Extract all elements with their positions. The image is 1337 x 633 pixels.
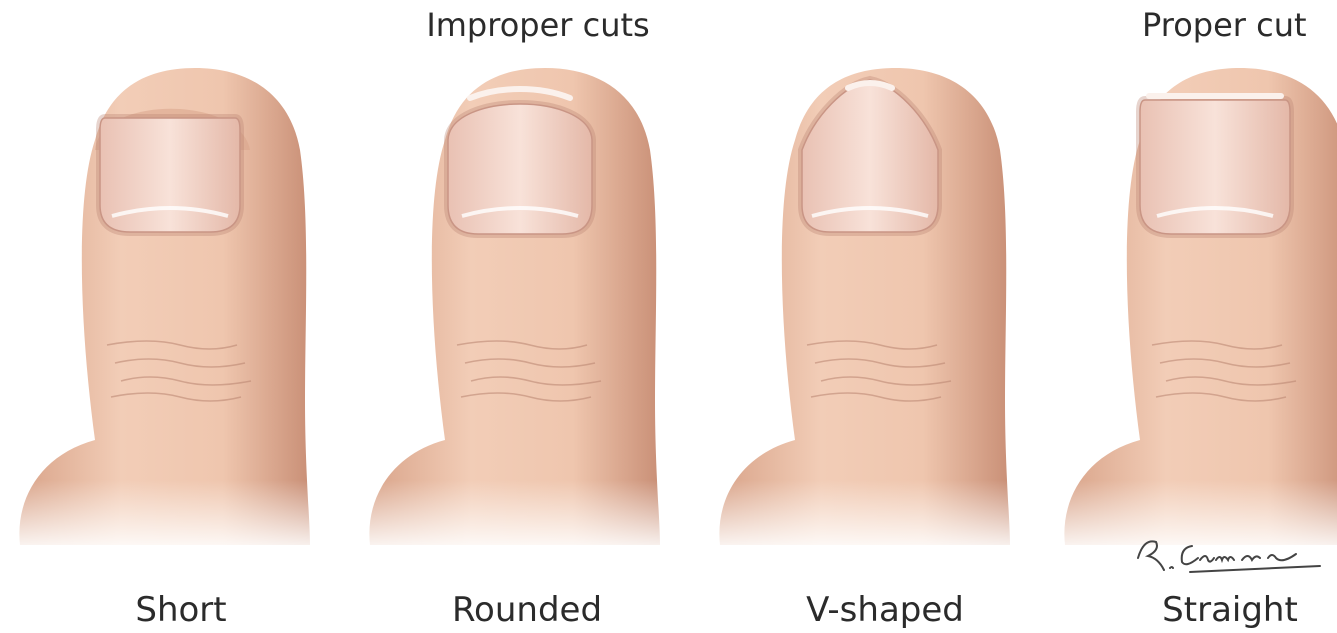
toe-v bbox=[710, 68, 1020, 555]
panel-label-straight: Straight bbox=[1100, 588, 1337, 632]
toe-short bbox=[10, 68, 320, 555]
panel-label-short: Short bbox=[51, 588, 311, 632]
proper-cut-heading: Proper cut bbox=[1142, 4, 1337, 46]
artist-signature bbox=[1130, 528, 1330, 578]
toe-straight bbox=[1055, 68, 1337, 555]
improper-cuts-heading: Improper cuts bbox=[353, 4, 723, 46]
panel-label-v-shaped: V-shaped bbox=[755, 588, 1015, 632]
panel-label-rounded: Rounded bbox=[397, 588, 657, 632]
toe-rounded bbox=[360, 68, 670, 555]
